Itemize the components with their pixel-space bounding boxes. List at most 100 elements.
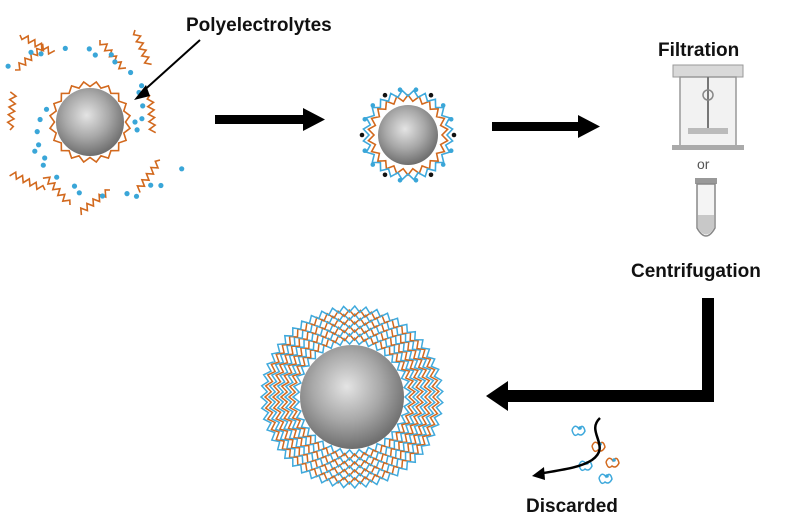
ion-dot xyxy=(76,190,82,196)
polyelectrolytes-label: Polyelectrolytes xyxy=(186,15,332,36)
adsorbed-ion-dots xyxy=(359,87,457,183)
ion-dot xyxy=(28,49,34,55)
ion-dot xyxy=(71,183,78,189)
ion-dot xyxy=(43,106,50,112)
ion-dot xyxy=(359,132,365,138)
polyelectrolyte-chain xyxy=(42,176,71,206)
ion-dot xyxy=(99,193,106,199)
ion-dot xyxy=(397,178,403,183)
polyelectrolyte-chain xyxy=(14,43,45,71)
ion-dot xyxy=(40,162,46,168)
ion-dot xyxy=(42,155,48,161)
ion-dot xyxy=(370,103,376,108)
polyelectrolyte-layer xyxy=(267,312,436,482)
coating-shell xyxy=(362,89,454,181)
ion-dot xyxy=(448,117,454,122)
discarded-label: Discarded xyxy=(526,496,618,517)
polyelectrolyte-chain xyxy=(132,29,152,66)
ion-dot xyxy=(148,182,154,188)
blue-layer xyxy=(362,89,454,181)
ion-dot xyxy=(86,46,92,52)
discarded-polymer xyxy=(598,473,613,485)
ion-dot xyxy=(370,162,376,167)
polyelectrolyte-chain xyxy=(79,189,111,216)
polyelectrolyte-layer xyxy=(275,320,428,474)
multilayer-shell xyxy=(259,304,444,490)
discarded-polymer xyxy=(605,457,620,469)
ion-dot xyxy=(128,69,134,76)
polyelectrolyte-chain xyxy=(6,91,18,131)
ion-dot xyxy=(140,103,146,109)
ion-dot xyxy=(397,87,403,92)
ion-dot xyxy=(34,129,40,135)
ion-dot xyxy=(92,52,98,58)
ion-dot xyxy=(428,92,434,98)
polyelectrolyte-chain xyxy=(146,94,157,134)
polyelectrolyte-layer xyxy=(291,336,413,458)
ion-dot xyxy=(440,162,446,167)
ion-dot xyxy=(158,182,164,189)
ion-dot xyxy=(382,172,388,178)
discarded-polymer xyxy=(578,460,593,472)
process-arrow-3 xyxy=(486,298,714,411)
ion-dot xyxy=(448,148,454,153)
ion-dot xyxy=(451,132,457,138)
ion-dot xyxy=(36,142,42,148)
or-label: or xyxy=(697,156,710,172)
counterion-dots xyxy=(5,45,185,199)
discarded-polymer xyxy=(571,425,586,437)
ion-dot xyxy=(612,458,616,462)
nanoparticle-core-1 xyxy=(56,88,124,156)
ion-dot xyxy=(134,127,140,133)
ion-dot xyxy=(132,119,138,125)
stage2-particle-group xyxy=(359,87,457,183)
adsorbed-chain xyxy=(48,80,132,164)
ion-dot xyxy=(428,172,434,178)
polyelectrolyte-chain xyxy=(99,40,127,70)
ion-dot xyxy=(413,87,419,92)
polyelectrolyte-layer xyxy=(287,332,417,462)
ion-dot xyxy=(108,52,114,58)
final-multilayer-particle xyxy=(259,304,444,490)
filtration-label: Filtration xyxy=(658,40,739,61)
ion-dot xyxy=(38,51,44,57)
ion-dot xyxy=(362,117,368,122)
nanoparticle-core-final xyxy=(300,345,404,449)
orange-layer xyxy=(367,93,449,177)
polyelectrolyte-layer xyxy=(259,304,444,490)
centrifuge-tube-icon xyxy=(695,178,717,237)
ion-dot xyxy=(362,148,368,153)
ion-dot xyxy=(139,116,145,122)
ion-dot xyxy=(382,92,388,98)
ion-dot xyxy=(112,59,118,65)
ion-dot xyxy=(133,193,140,199)
polyelectrolyte-chain xyxy=(9,170,46,191)
process-arrow-2 xyxy=(492,115,600,138)
discarded-polymer xyxy=(591,441,606,453)
ion-dot xyxy=(605,474,609,478)
ion-dot xyxy=(440,103,446,108)
process-arrow-1 xyxy=(215,108,325,131)
polyelectrolyte-layer xyxy=(263,308,440,486)
centrifugation-label: Centrifugation xyxy=(631,261,761,282)
polyelectrolyte-chain xyxy=(136,159,161,193)
free-polyelectrolyte-chains xyxy=(6,29,161,216)
ion-dot xyxy=(578,426,582,430)
stage1-particle-group xyxy=(5,29,185,216)
ion-dot xyxy=(413,178,419,183)
ion-dot xyxy=(124,191,130,197)
label-pointer-arrow xyxy=(134,39,201,100)
nanoparticle-core-2 xyxy=(378,105,438,165)
ion-dot xyxy=(32,148,38,154)
filtration-apparatus-icon xyxy=(672,64,744,150)
ion-dot xyxy=(139,83,145,89)
polyelectrolyte-chain xyxy=(19,34,56,56)
ion-dot xyxy=(62,45,68,52)
discarded-polymers-icon xyxy=(532,417,620,485)
polyelectrolyte-layer xyxy=(279,324,424,470)
ion-dot xyxy=(54,174,60,180)
ion-dot xyxy=(37,116,43,123)
ion-dot xyxy=(5,63,11,69)
ion-dot xyxy=(179,166,185,172)
